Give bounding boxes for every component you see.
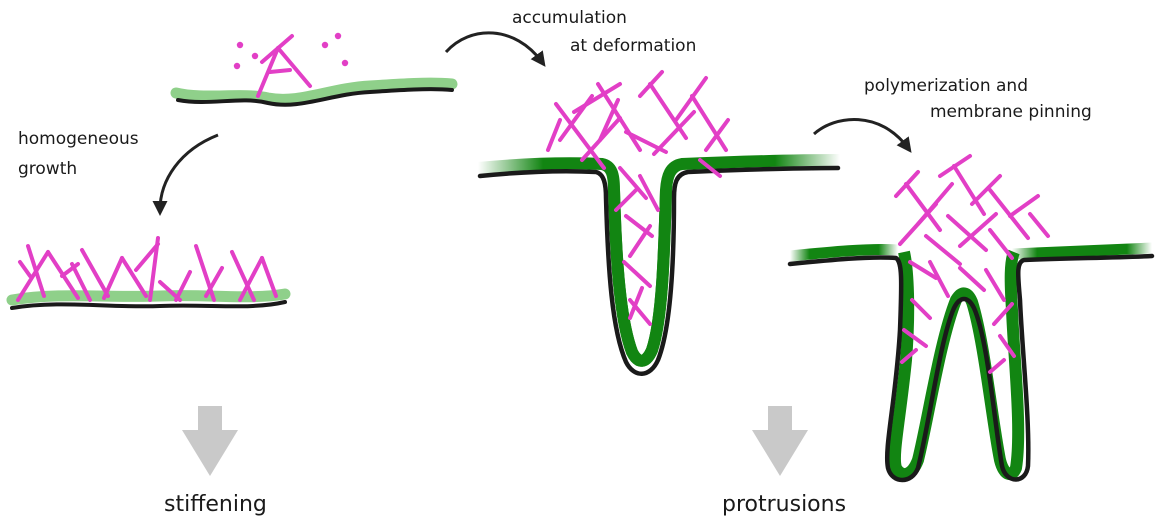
stiffening-label: stiffening bbox=[164, 494, 267, 516]
protrusion-coat-left-surface bbox=[790, 249, 898, 256]
invagination-group bbox=[478, 72, 840, 374]
accumulation-arrow bbox=[446, 33, 542, 62]
down-arrow-stiffening bbox=[182, 406, 238, 476]
protrusions-label: protrusions bbox=[722, 494, 846, 516]
stiffened-membrane-group bbox=[12, 238, 285, 308]
polymerization-label-line1: polymerization and bbox=[864, 78, 1028, 95]
stiffened-membrane bbox=[12, 302, 285, 308]
protrusion-actin-network bbox=[896, 156, 1048, 372]
invagination-actin-network bbox=[548, 72, 728, 324]
accumulation-label-line2: at deformation bbox=[570, 38, 696, 55]
down-arrow-protrusions bbox=[752, 406, 808, 476]
homogeneous-growth-arrow bbox=[160, 135, 218, 210]
protrusion-membrane bbox=[790, 256, 1152, 480]
initial-actin-seed bbox=[258, 36, 310, 96]
polymerization-arrow bbox=[814, 119, 908, 148]
initial-membrane-group bbox=[176, 33, 452, 105]
protrusion-group bbox=[790, 156, 1152, 480]
polymerization-label-line2: membrane pinning bbox=[930, 104, 1092, 121]
homogeneous-label-line2: growth bbox=[18, 161, 77, 178]
accumulation-label-line1: accumulation bbox=[512, 10, 627, 27]
homogeneous-label-line1: homogeneous bbox=[18, 131, 139, 148]
protrusion-coat-right-surface bbox=[1012, 248, 1152, 254]
